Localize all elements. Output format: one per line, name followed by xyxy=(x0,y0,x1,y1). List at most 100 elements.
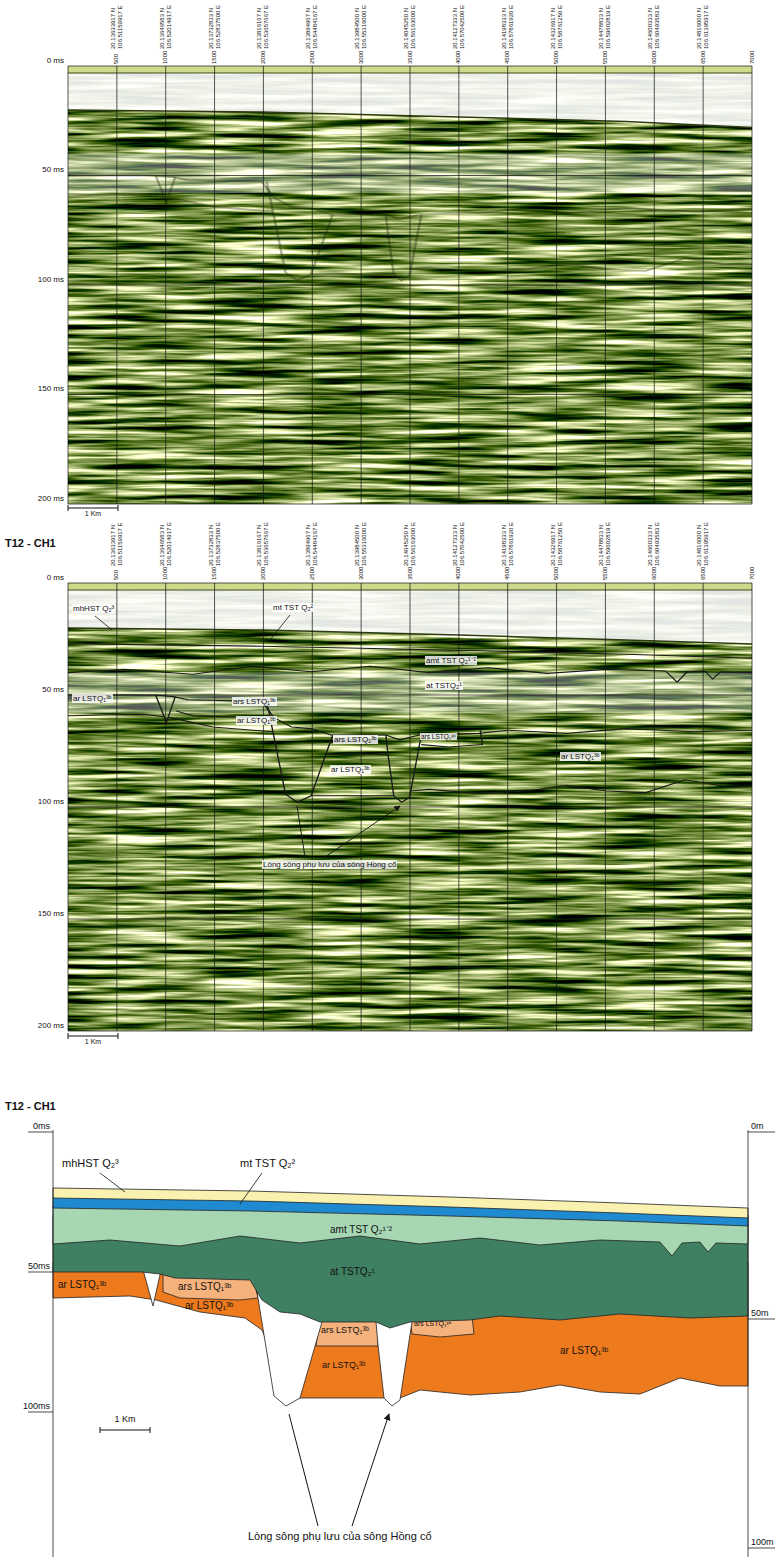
unit-label: mt TST Q₂² xyxy=(272,603,314,612)
trace-number: 1500 xyxy=(211,567,218,580)
unit-label: at TSTQ₂¹ xyxy=(330,1266,375,1278)
coordinate-label: 20.13984500 N 106.55316000 E xyxy=(354,1,368,49)
trace-number: 5000 xyxy=(553,567,560,580)
channel-arrow xyxy=(297,806,400,857)
time-label: 200 ms xyxy=(38,1021,64,1030)
trace-number: 6500 xyxy=(700,51,707,64)
unit-label: ars LSTQ₁³ᵇ xyxy=(232,697,277,706)
unit-label: ars LSTQ₁³ᵇ xyxy=(333,735,378,744)
unit-label: ars LSTQ₁³ᵇ xyxy=(420,733,457,740)
coordinate-label: 20.13894967 N 106.54484167 E xyxy=(305,518,319,566)
coordinate-label: 20.14478833 N 106.59602819 E xyxy=(598,1,612,49)
coordinate-label: 20.14045250 N 106.56163000 E xyxy=(403,518,417,566)
unit-label: mt TST Q₂² xyxy=(240,1157,295,1170)
coordinate-label: 20.13646583 N 106.52014917 E xyxy=(159,518,173,566)
coordinate-label: 20.14478833 N 106.59602819 E xyxy=(598,518,612,566)
unit-label: ar LSTQ₁³ᵇ xyxy=(72,694,113,703)
unit-label: ar LSTQ₁³ᵇ xyxy=(58,1279,106,1291)
trace-number: 4500 xyxy=(504,567,511,580)
time-label: 0 ms xyxy=(47,573,64,582)
unit-label: ars LSTQ₁³ᵇ xyxy=(321,1325,369,1335)
trace-number: 500 xyxy=(113,570,120,580)
leader-line xyxy=(95,615,290,640)
time-label: 150 ms xyxy=(38,909,64,918)
coordinate-label: 20.13633917 N 106.51159917 E xyxy=(110,518,124,566)
trace-number: 500 xyxy=(113,54,120,64)
unit-label: ars LSTQ₁³ᵇ xyxy=(414,1320,451,1328)
seismic-texture xyxy=(68,66,752,504)
trace-number: 4000 xyxy=(455,567,462,580)
depth-label: 50m xyxy=(751,1308,769,1318)
trace-number: 7000 xyxy=(749,567,756,580)
time-label: 150 ms xyxy=(38,384,64,393)
cross-section xyxy=(53,1188,748,1406)
trace-number: 5500 xyxy=(602,51,609,64)
trace-number: 2500 xyxy=(309,51,316,64)
coordinate-label: 20.13894967 N 106.54484167 E xyxy=(305,1,319,49)
trace-number: 1000 xyxy=(162,51,169,64)
trace-number: 5000 xyxy=(553,51,560,64)
trace-number: 3000 xyxy=(358,567,365,580)
mhhst-layer xyxy=(53,1188,748,1218)
channel-arrow xyxy=(289,1414,389,1526)
time-label: 50 ms xyxy=(42,165,64,174)
scale-label: 1 Km xyxy=(114,1414,135,1424)
scale-label: 1 Km xyxy=(85,1038,101,1046)
axis-lines xyxy=(28,1130,775,1557)
unit-label: ar LSTQ₁³ᵇ xyxy=(236,716,277,725)
profile-title: T12 - CH1 xyxy=(5,537,56,550)
unit-label: ar LSTQ₁³ᵇ xyxy=(185,1300,233,1312)
time-label: 0ms xyxy=(33,1121,50,1131)
trace-number: 7000 xyxy=(749,51,756,64)
unit-label: ars LSTQ₁³ᵇ xyxy=(178,1281,231,1293)
coordinate-label: 20.14198333 N 106.57861920 E xyxy=(501,518,515,566)
depth-label: 0m xyxy=(751,1121,764,1131)
coordinate-label: 20.14816000 N 106.61395917 E xyxy=(696,1,710,49)
trace-number: 6000 xyxy=(651,51,658,64)
coordinate-label: 20.13732833 N 106.52837500 E xyxy=(208,1,222,49)
trace-number: 3500 xyxy=(407,51,414,64)
coordinate-label: 20.14600333 N 106.60493583 E xyxy=(647,1,661,49)
trace-number: 6500 xyxy=(700,567,707,580)
time-label: 50ms xyxy=(28,1261,50,1271)
trace-number: 1500 xyxy=(211,51,218,64)
trace-number: 3500 xyxy=(407,567,414,580)
coordinate-label: 20.14045250 N 106.56163000 E xyxy=(403,1,417,49)
time-label: 100 ms xyxy=(38,797,64,806)
profile-title: T12 - CH1 xyxy=(5,1100,56,1113)
unit-label: ar LSTQ₁³ᵇ xyxy=(322,1360,365,1370)
unit-label: ar LSTQ₁³ᵇ xyxy=(560,1345,608,1357)
trace-number: 5500 xyxy=(602,567,609,580)
trace-number: 3000 xyxy=(358,51,365,64)
unit-label: ar LSTQ₁³ᵇ xyxy=(330,765,371,774)
trace-number: 2500 xyxy=(309,567,316,580)
trace-number: 1000 xyxy=(162,567,169,580)
seismic-panel xyxy=(68,66,752,511)
trace-number: 2000 xyxy=(260,51,267,64)
grid-lines xyxy=(68,66,752,504)
coordinate-label: 20.13646583 N 106.52014917 E xyxy=(159,1,173,49)
seismic-panel xyxy=(68,583,752,1039)
time-label: 100ms xyxy=(23,1401,50,1411)
scale-label: 1 Km xyxy=(85,510,101,518)
trace-number: 2000 xyxy=(260,567,267,580)
time-label: 50 ms xyxy=(42,685,64,694)
trace-number: 6000 xyxy=(651,567,658,580)
coordinate-label: 20.13816167 N 106.53657667 E xyxy=(256,518,270,566)
coordinate-label: 20.14600333 N 106.60493583 E xyxy=(647,518,661,566)
trace-number: 4500 xyxy=(504,51,511,64)
seismic-texture xyxy=(68,583,752,1031)
coordinate-label: 20.14127333 N 106.57042500 E xyxy=(452,1,466,49)
depth-label: 100m xyxy=(751,1537,774,1547)
coordinate-label: 20.13732833 N 106.52837500 E xyxy=(208,518,222,566)
unit-label: at TSTQ₂¹ xyxy=(425,681,463,690)
trace-number: 4000 xyxy=(455,51,462,64)
coordinate-label: 20.13816167 N 106.53657667 E xyxy=(256,1,270,49)
coordinate-label: 20.13984500 N 106.55316000 E xyxy=(354,518,368,566)
grid-lines xyxy=(68,583,752,1031)
coordinate-label: 20.14816000 N 106.61395917 E xyxy=(696,518,710,566)
coordinate-label: 20.13633917 N 106.51159917 E xyxy=(110,1,124,49)
time-label: 200 ms xyxy=(38,494,64,503)
